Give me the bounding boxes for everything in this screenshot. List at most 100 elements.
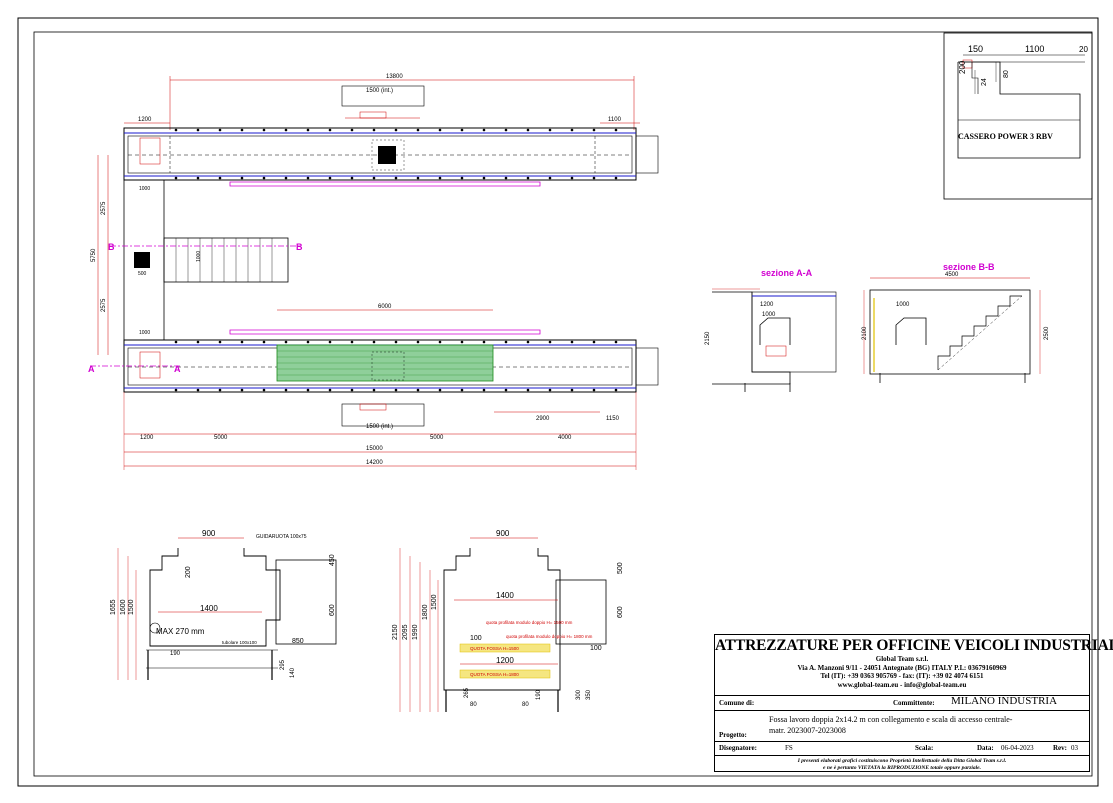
plan-dim-1200-bot: 1200 <box>140 435 154 441</box>
row-progetto: Progetto: Fossa lavoro doppia 2x14.2 m c… <box>715 711 1089 742</box>
section-aa: 1200 1000 2150 <box>705 288 837 392</box>
section-bb: 4500 1000 2100 2500 <box>862 272 1050 383</box>
cross1-label-pipe: tubolare 100x100 <box>222 640 257 645</box>
committente-label: Committente: <box>893 699 935 707</box>
company-address: Via A. Manzoni 9/11 - 24051 Antegnate (B… <box>797 663 1007 672</box>
cross2-dim-900: 900 <box>496 529 510 538</box>
aa-dim-1200: 1200 <box>760 302 774 308</box>
plan-mark-b-right: B <box>296 242 303 252</box>
cassero-dim-200: 200 <box>958 60 967 74</box>
bb-dim-2500: 2500 <box>1044 326 1050 340</box>
plan-mark-a-right: A <box>174 364 181 374</box>
plan-dim-2575: 2575 <box>101 201 107 215</box>
cassero-dim-1100: 1100 <box>1025 44 1044 54</box>
section-bb-title: sezione B-B <box>943 262 995 272</box>
sheet-border-inner <box>33 31 1093 777</box>
comune-label: Comune di: <box>719 699 755 707</box>
plan-dim-2575b: 2575 <box>101 298 107 312</box>
cross2-dim-1400: 1400 <box>496 591 514 600</box>
bb-dim-1000: 1000 <box>896 302 910 308</box>
plan-mark-b-left: B <box>108 242 115 252</box>
plan-dim-5000-a: 5000 <box>214 435 228 441</box>
company-name: Global Team s.r.l. <box>875 655 929 663</box>
cross2-dim-1800: 1800 <box>422 604 429 620</box>
plan-dim-4000: 4000 <box>558 435 572 441</box>
cross1-dim-140: 140 <box>290 667 296 678</box>
cross1-dim-1600: 1600 <box>120 599 127 615</box>
company-web: www.global-team.eu - info@global-team.eu <box>837 680 967 689</box>
cross1-label-top: GUIDARUOTA 100x75 <box>256 534 307 540</box>
cross1-dim-200: 200 <box>185 566 192 578</box>
row-disegnatore: Disegnatore: FS Scala: Data: 06-04-2023 … <box>715 742 1089 756</box>
rev-value: 03 <box>1071 744 1078 752</box>
cross2-dim-300: 300 <box>576 689 582 700</box>
cross-section-1: 900 GUIDARUOTA 100x75 1400 200 MAX 270 m… <box>110 529 337 680</box>
progetto-label: Progetto: <box>719 731 747 739</box>
title-block-header: ATTREZZATURE PER OFFICINE VEICOLI INDUST… <box>715 637 1113 696</box>
data-label: Data: <box>977 744 994 752</box>
cross1-dim-190: 190 <box>170 651 181 657</box>
rev-label: Rev: <box>1053 744 1067 752</box>
cassero-dim-80: 80 <box>1003 70 1010 78</box>
disegnatore-value: FS <box>785 744 793 752</box>
cross2-dim-80b: 80 <box>522 702 529 708</box>
row-comune: Comune di: Committente: MILANO INDUSTRIA <box>715 695 1089 711</box>
cross2-red2: quota profilata modulo doppio H= 1800 mm <box>506 634 593 639</box>
cross2-dim-1200: 1200 <box>496 656 514 665</box>
row-disclaimer: I presenti elaborati grafici costituisco… <box>715 756 1089 772</box>
plan-dim-5750: 5750 <box>91 248 97 262</box>
progetto-line2: matr. 2023007-2023008 <box>769 726 846 735</box>
data-value: 06-04-2023 <box>1001 744 1034 752</box>
section-aa-title: sezione A-A <box>761 268 813 278</box>
company-title: ATTREZZATURE PER OFFICINE VEICOLI INDUST… <box>715 637 1113 654</box>
cassero-label: CASSERO POWER 3 RBV <box>958 132 1053 141</box>
cross1-dim-295: 295 <box>280 659 286 670</box>
cross2-dim-2095: 2095 <box>402 624 409 640</box>
cross2-dim-2150: 2150 <box>392 624 399 640</box>
cross1-dim-850: 850 <box>292 638 304 645</box>
plan-mark-a-left: A <box>88 364 95 374</box>
progetto-line1: Fossa lavoro doppia 2x14.2 m con collega… <box>769 715 1013 724</box>
cross2-dim-265: 265 <box>464 687 470 698</box>
cross2-dim-350: 350 <box>586 689 592 700</box>
plan-dim-1200-top: 1200 <box>138 117 152 123</box>
aa-dim-1000: 1000 <box>762 312 776 318</box>
plan-dim-5000-b: 5000 <box>430 435 444 441</box>
cross1-dim-900: 900 <box>202 529 216 538</box>
bb-dim-2100: 2100 <box>862 326 868 340</box>
plan-dim-1500-top: 1500 (int.) <box>366 88 393 94</box>
cross2-dim-190: 190 <box>536 689 542 700</box>
plan-dim-1150: 1150 <box>606 416 620 422</box>
company-phone: Tel (IT): +39 0363 905769 - fax: (IT): +… <box>820 672 984 680</box>
plan-dim-2900: 2900 <box>536 416 550 422</box>
plan-dim-1500-bot: 1500 (int.) <box>366 424 393 430</box>
plan-dim-1000b: 1000 <box>139 330 150 336</box>
cross1-dim-600: 600 <box>329 604 336 616</box>
cross1-dim-1400: 1400 <box>200 604 218 613</box>
plan-dim-1000a: 1000 <box>139 186 150 192</box>
cross2-yel2: QUOTA FOSSA H=1800 <box>470 672 519 677</box>
plan-dim-13800: 13800 <box>386 74 403 80</box>
committente-value: MILANO INDUSTRIA <box>951 695 1058 707</box>
sheet-border-outer <box>17 17 1099 787</box>
plan-dim-15000: 15000 <box>366 446 383 452</box>
plan-dim-1100-top: 1100 <box>608 117 622 123</box>
plan-view: 13800 1200 1100 1500 (int.) <box>88 74 659 470</box>
plan-dim-14200: 14200 <box>366 460 383 466</box>
disclaimer-line2: e ne è pertanto VIETATA la RIPRODUZIONE … <box>823 765 981 771</box>
cross2-dim-1500: 1500 <box>431 594 438 610</box>
aa-dim-2150: 2150 <box>705 331 711 345</box>
cross1-dim-1655: 1655 <box>110 599 117 615</box>
cross2-dim-600: 600 <box>617 606 624 618</box>
cross2-dim-80a: 80 <box>470 702 477 708</box>
cross2-dim-100a: 100 <box>470 635 482 642</box>
cross2-dim-100b: 100 <box>590 645 602 652</box>
cross2-red1: quota profilata modulo doppio H= 1500 mm <box>486 620 573 625</box>
scala-label: Scala: <box>915 744 934 752</box>
disclaimer-line1: I presenti elaborati grafici costituisco… <box>797 758 1007 764</box>
cassero-dim-150: 150 <box>968 44 983 54</box>
cassero-detail: 150 1100 20 200 24 80 <box>943 32 1093 200</box>
cross1-max-label: MAX 270 mm <box>156 627 205 636</box>
cassero-dim-20: 20 <box>1079 45 1088 54</box>
